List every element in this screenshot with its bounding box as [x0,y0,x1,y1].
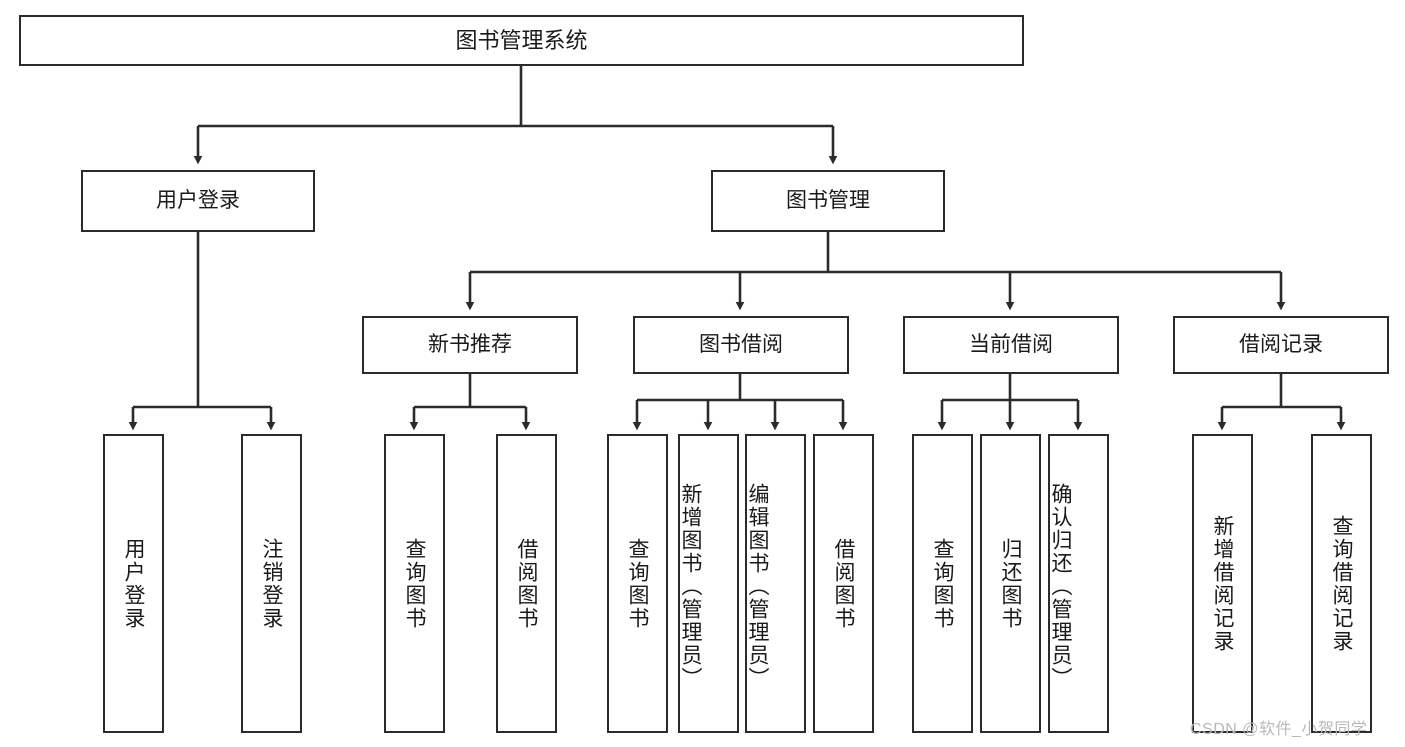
node-label: 查询图书 [626,537,649,630]
leaf-book-borrow-edit[interactable]: 编辑图书（管理员） [745,434,806,733]
node-book-management[interactable]: 图书管理 [711,170,945,232]
node-label: 借阅图书 [832,537,855,630]
node-label: 归还图书 [999,537,1022,630]
leaf-current-borrow-confirm-return[interactable]: 确认归还（管理员） [1048,434,1109,733]
node-borrow-record[interactable]: 借阅记录 [1173,316,1389,374]
node-label: 查询借阅记录 [1330,514,1353,653]
leaf-new-book-borrow[interactable]: 借阅图书 [496,434,557,733]
node-label: 确认归还（管理员） [1049,483,1072,690]
node-root-book-management-system[interactable]: 图书管理系统 [19,15,1024,66]
node-label: 注销登录 [260,537,283,630]
leaf-book-borrow-query[interactable]: 查询图书 [607,434,668,733]
node-label: 当前借阅 [969,332,1053,356]
node-label: 新书推荐 [428,332,512,356]
node-book-borrow[interactable]: 图书借阅 [633,316,849,374]
node-label: 新增图书（管理员） [679,483,702,690]
node-label: 编辑图书（管理员） [746,483,769,690]
node-label: 用户登录 [122,537,145,630]
leaf-borrow-record-query[interactable]: 查询借阅记录 [1311,434,1372,733]
leaf-book-borrow-add[interactable]: 新增图书（管理员） [678,434,739,733]
node-user-login[interactable]: 用户登录 [81,170,315,232]
node-new-book-recommend[interactable]: 新书推荐 [362,316,578,374]
leaf-new-book-query[interactable]: 查询图书 [384,434,445,733]
node-label: 查询图书 [403,537,426,630]
watermark: CSDN @软件_小贺同学 [1190,721,1368,738]
node-label: 借阅记录 [1239,332,1323,356]
node-label: 用户登录 [156,188,240,212]
leaf-user-login-logout[interactable]: 注销登录 [241,434,302,733]
node-label: 图书管理 [786,188,870,212]
node-current-borrow[interactable]: 当前借阅 [903,316,1119,374]
leaf-user-login-login[interactable]: 用户登录 [103,434,164,733]
leaf-current-borrow-query[interactable]: 查询图书 [912,434,973,733]
node-label: 图书管理系统 [455,27,588,53]
node-label: 图书借阅 [699,332,783,356]
leaf-current-borrow-return[interactable]: 归还图书 [980,434,1041,733]
leaf-borrow-record-add[interactable]: 新增借阅记录 [1192,434,1253,733]
node-label: 借阅图书 [515,537,538,630]
leaf-book-borrow-borrow[interactable]: 借阅图书 [813,434,874,733]
node-label: 新增借阅记录 [1211,514,1234,653]
node-label: 查询图书 [931,537,954,630]
